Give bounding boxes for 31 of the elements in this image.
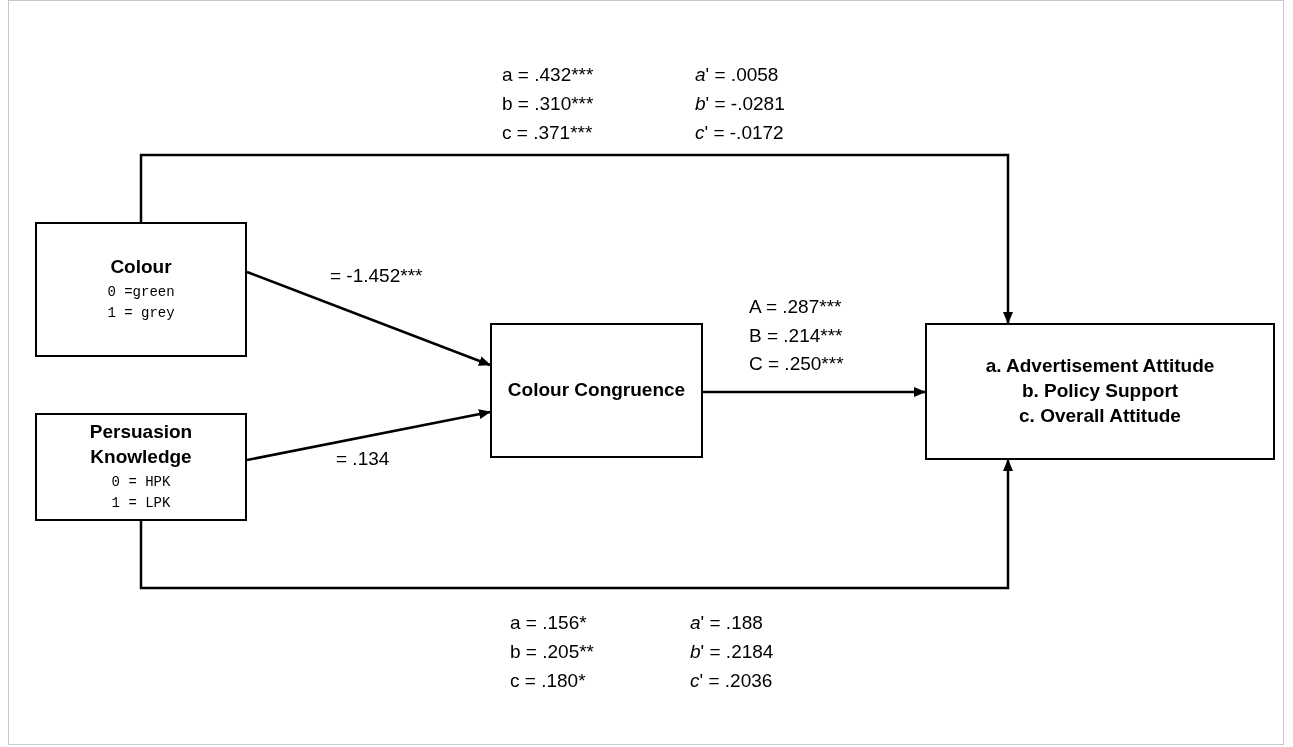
node-title: Colour xyxy=(110,255,172,280)
node-title: a. Advertisement Attitude xyxy=(985,354,1215,379)
coefficient-label: b' = .2184 xyxy=(690,642,774,661)
coding-note: 0 =green xyxy=(107,282,175,302)
arrow xyxy=(139,153,1013,324)
coefficient-label: c = .371*** xyxy=(502,123,593,142)
coding-note: 1 = grey xyxy=(107,303,175,323)
coefficient-label: a = .156* xyxy=(510,613,587,632)
coefficient-label: b = .205** xyxy=(510,642,594,661)
variable-box xyxy=(35,222,247,357)
coding-note: 0 = HPK xyxy=(111,472,171,492)
variable-box xyxy=(490,323,703,458)
coefficient-label: b = .310*** xyxy=(502,94,594,113)
node-title: b. Policy Support xyxy=(1021,379,1179,404)
coefficient-label: a' = .188 xyxy=(690,613,763,632)
arrow xyxy=(703,387,926,397)
node-title: c. Overall Attitude xyxy=(1019,403,1181,428)
coefficient-label: c' = .2036 xyxy=(690,671,773,690)
arrow xyxy=(246,270,491,367)
coefficient-label: c = .180* xyxy=(510,671,586,690)
coefficient-label: a' = .0058 xyxy=(695,65,779,84)
variable-box xyxy=(925,323,1275,460)
arrow xyxy=(246,409,491,462)
coefficient-label: a = .432*** xyxy=(502,65,594,84)
node-title: Colour Congruence xyxy=(507,378,686,403)
coding-note: 1 = LPK xyxy=(111,493,171,513)
arrow xyxy=(139,459,1013,590)
coefficient-label: b' = -.0281 xyxy=(695,94,785,113)
coefficient-label: c' = -.0172 xyxy=(695,123,784,142)
node-title: Persuasion Knowledge xyxy=(88,420,194,469)
variable-box xyxy=(35,413,247,521)
